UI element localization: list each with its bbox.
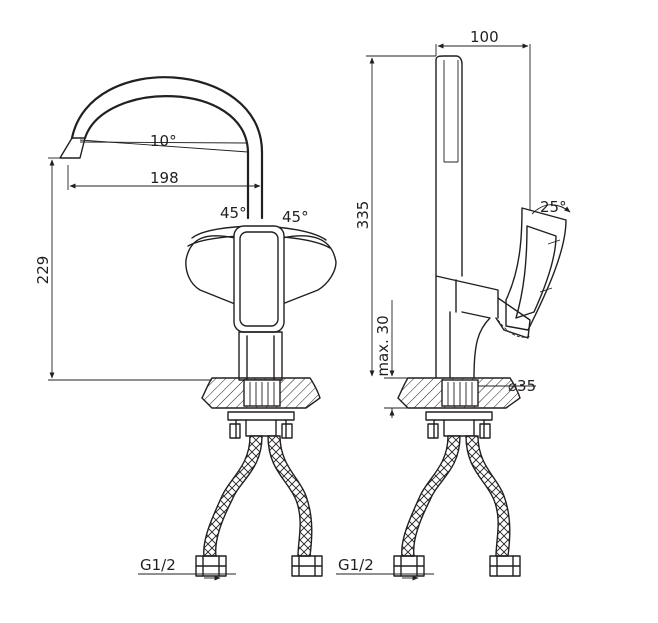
front-base <box>201 377 321 439</box>
thread-right-label: G1/2 <box>338 556 374 574</box>
front-view: 198 10° 229 45° 45° G1/2 <box>34 76 337 581</box>
side-depth-label: 100 <box>470 28 499 46</box>
side-height-label: 335 <box>354 201 372 230</box>
mount-thickness-label: max. 30 <box>374 315 392 376</box>
side-view: 100 335 max. 30 25° ⌀35 G1/2 <box>336 28 571 581</box>
thread-left-label: G1/2 <box>140 556 176 574</box>
height-total-label: 229 <box>34 256 52 285</box>
reach-label: 198 <box>150 169 179 187</box>
front-dimensions: 198 10° 229 45° 45° G1/2 <box>34 132 309 581</box>
lever-angle-left-label: 45° <box>220 204 247 222</box>
side-lever <box>495 207 567 339</box>
hole-diameter-label: ⌀35 <box>508 377 536 395</box>
front-handle <box>185 225 337 381</box>
lever-angle-right-label: 45° <box>282 208 309 226</box>
side-body <box>435 55 499 379</box>
side-base <box>397 377 521 439</box>
side-dimensions: 100 335 max. 30 25° ⌀35 G1/2 <box>336 28 571 581</box>
spout-angle-label: 10° <box>150 132 177 150</box>
lever-tilt-label: 25° <box>540 198 567 216</box>
front-spout <box>59 76 264 220</box>
side-hoses <box>393 435 521 577</box>
front-hoses <box>195 435 323 577</box>
